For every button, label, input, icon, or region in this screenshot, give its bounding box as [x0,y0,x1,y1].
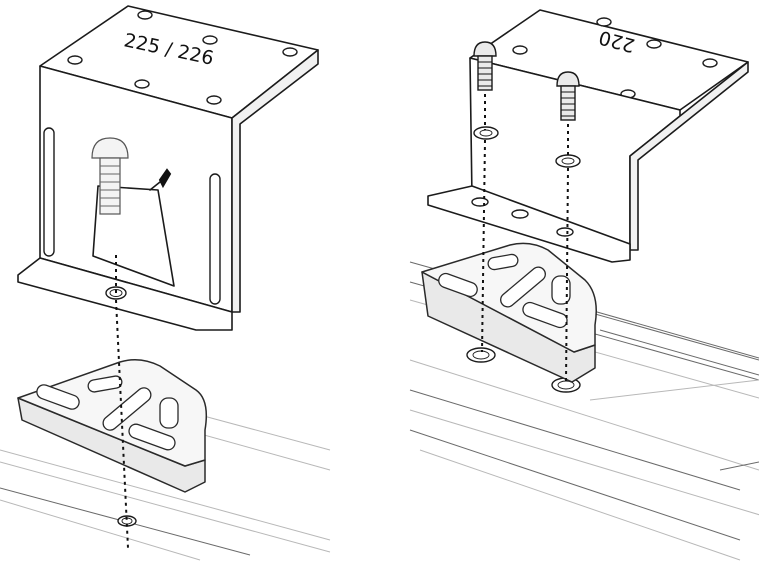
right-screw-right [556,71,580,121]
left-assembly: 225 / 226 [0,5,331,561]
right-assembly: 220 [409,9,759,561]
right-screw-left [473,41,497,91]
left-screw [91,137,129,215]
right-top-plate-holes [512,17,718,99]
left-panel-slot-left [43,127,55,257]
left-triangular-spacer [17,359,208,493]
right-alignment-line-right [565,124,569,383]
right-flange-holes [471,197,574,237]
right-alignment-line-left [481,94,486,353]
right-triangular-spacer [421,242,597,383]
left-panel-cutout [92,185,175,287]
left-panel-slot-right [209,173,221,305]
left-top-plate-holes [67,10,298,105]
right-bracket-side-edge [629,61,749,251]
right-washers [473,126,581,168]
